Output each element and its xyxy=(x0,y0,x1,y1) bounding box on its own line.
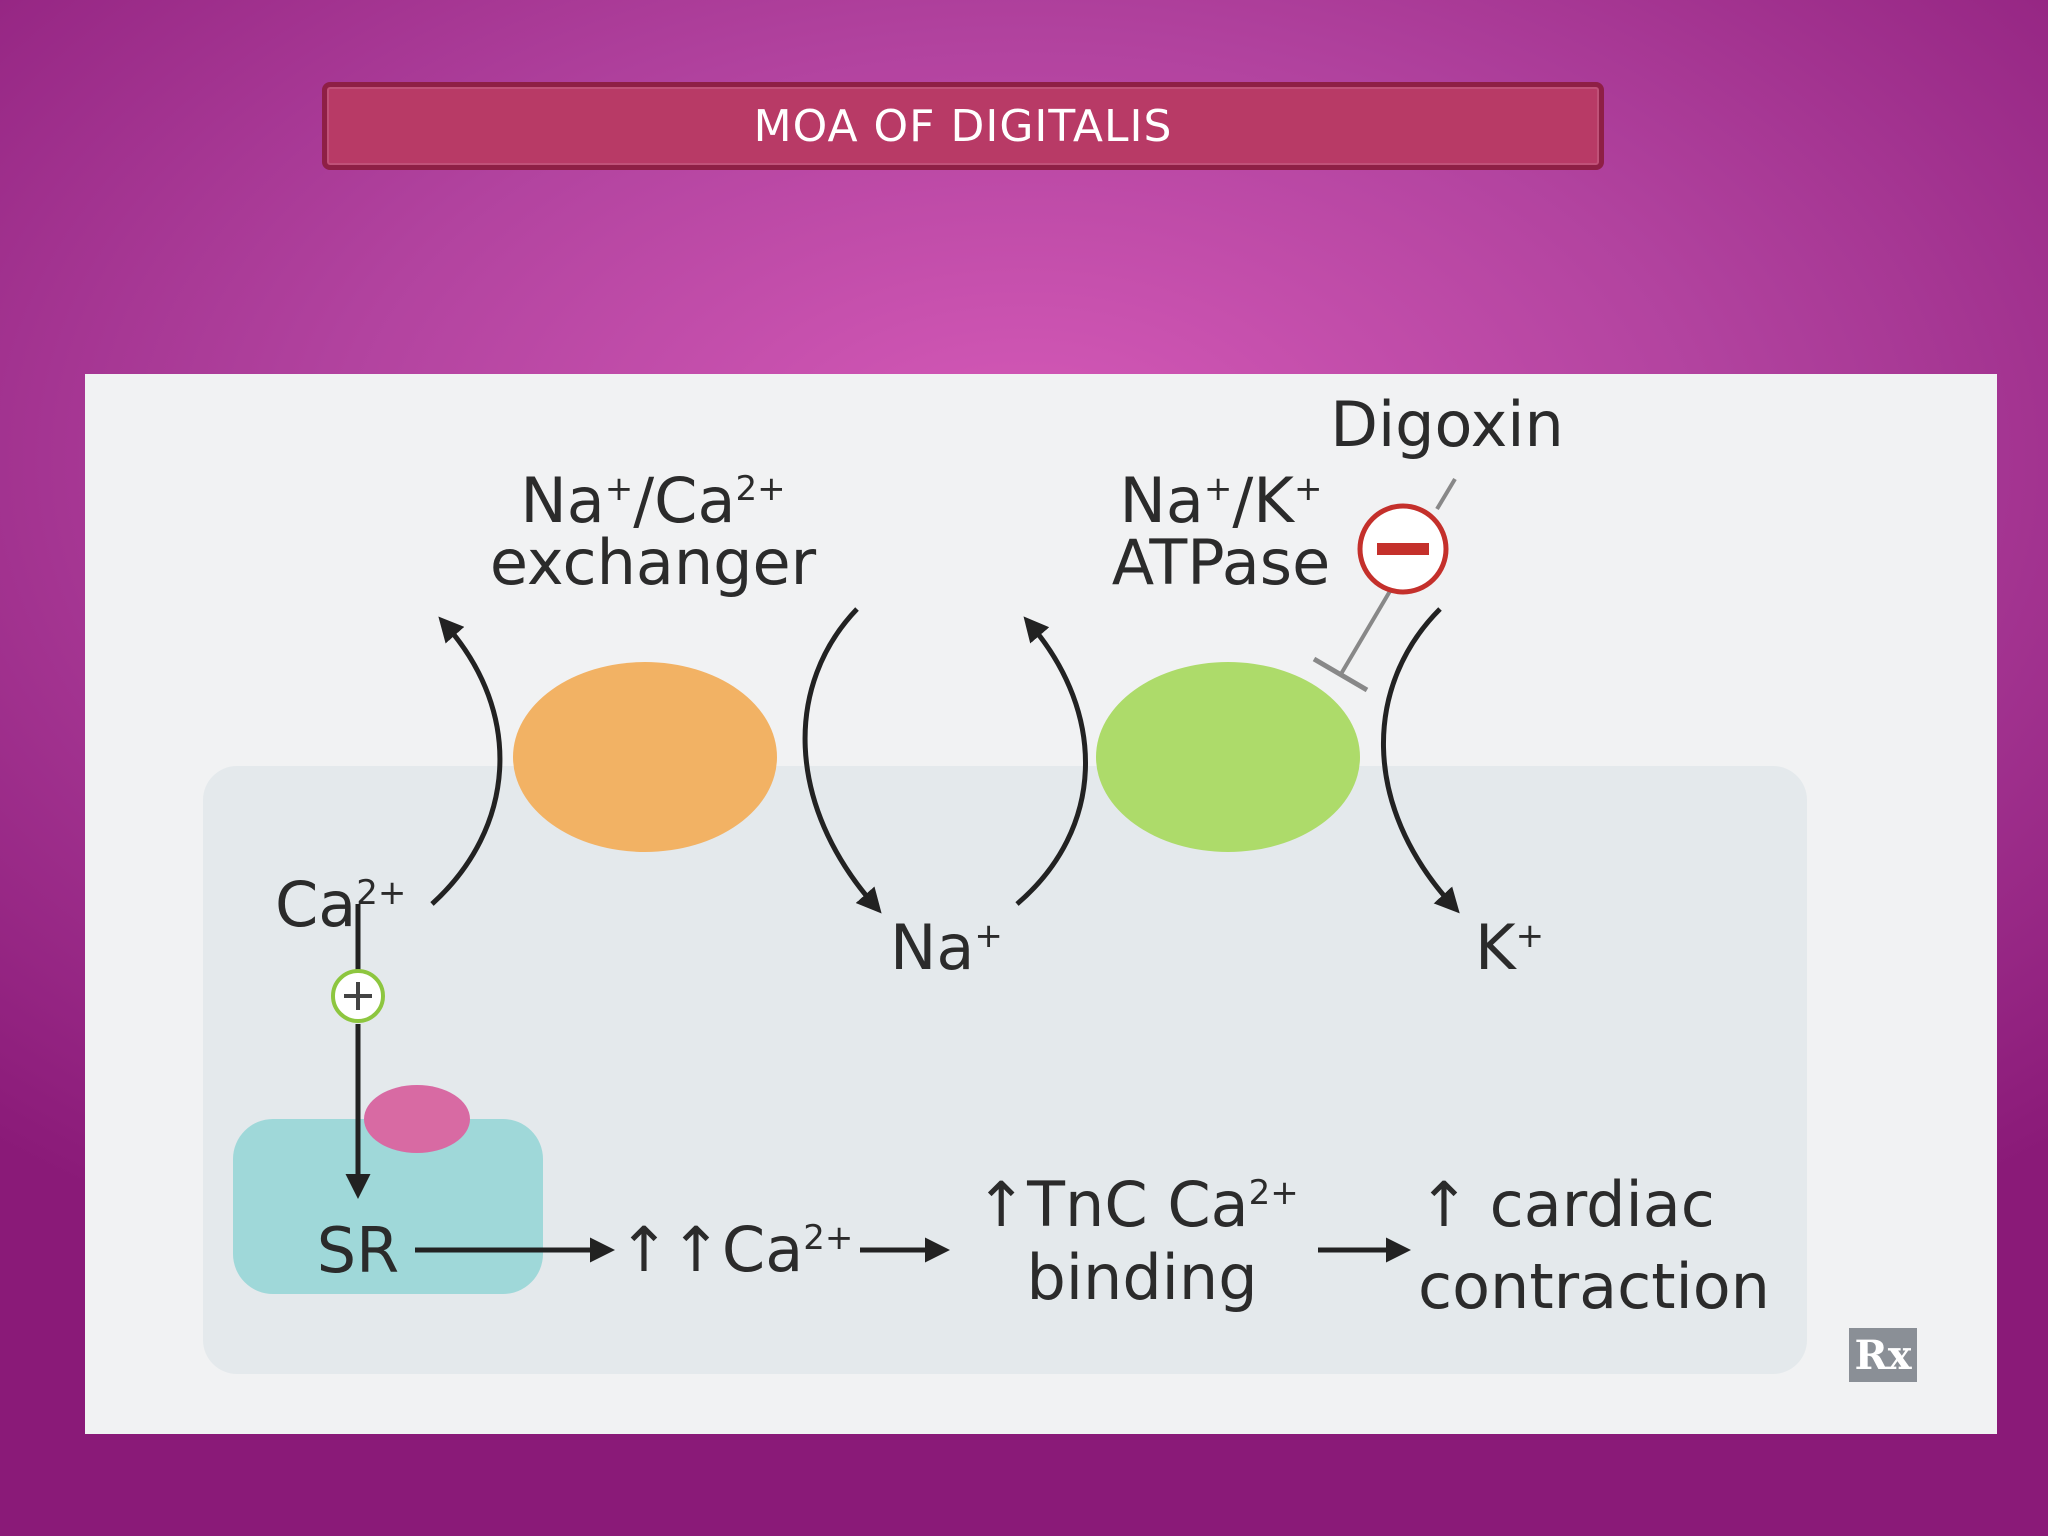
digoxin-line xyxy=(1435,477,1457,511)
digoxin-label: Digoxin xyxy=(1330,388,1564,461)
na-k-atpase xyxy=(1096,662,1360,852)
rx-logo-text: Rx xyxy=(1854,1332,1912,1379)
sr-label: SR xyxy=(317,1214,399,1287)
calcium-increase-label: ↑↑Ca2+ xyxy=(618,1213,853,1286)
potassium-influx-arrow xyxy=(1381,607,1460,914)
sodium-efflux-arrow xyxy=(1015,616,1088,906)
exchanger-label: Na+/Ca2+ xyxy=(520,464,785,537)
na-ca-exchanger xyxy=(513,662,777,852)
contraction-line2: contraction xyxy=(1418,1250,1770,1323)
calcium-label: Ca2+ xyxy=(275,868,406,941)
sr-calcium-channel xyxy=(364,1085,470,1153)
tnc-binding-line2: binding xyxy=(1026,1241,1257,1314)
rx-logo xyxy=(1849,1328,1917,1382)
mechanism-diagram: Digoxin Na+/Ca2+ exchanger Na+/K+ ATPase… xyxy=(85,374,1997,1434)
slide-title: MOA OF DIGITALIS xyxy=(753,100,1173,152)
sodium-label: Na+ xyxy=(890,911,1003,984)
exchanger-name: exchanger xyxy=(490,526,817,599)
diagram-svg: Digoxin Na+/Ca2+ exchanger Na+/K+ ATPase… xyxy=(203,388,1917,1382)
slide-title-bar: MOA OF DIGITALIS xyxy=(322,82,1604,170)
calcium-efflux-arrow xyxy=(430,616,503,906)
inhibition-bar xyxy=(1312,656,1369,693)
pump-label: Na+/K+ xyxy=(1120,464,1323,537)
potassium-label: K+ xyxy=(1475,911,1544,984)
contraction-line1: ↑ cardiac xyxy=(1418,1168,1715,1241)
inhibition-line xyxy=(1339,584,1395,676)
tnc-binding-line1: ↑TnC Ca2+ xyxy=(975,1168,1299,1241)
sodium-influx-arrow xyxy=(802,607,882,914)
minus-icon xyxy=(1377,543,1429,555)
pump-name: ATPase xyxy=(1112,526,1331,599)
cytoplasm-region xyxy=(203,766,1807,1374)
